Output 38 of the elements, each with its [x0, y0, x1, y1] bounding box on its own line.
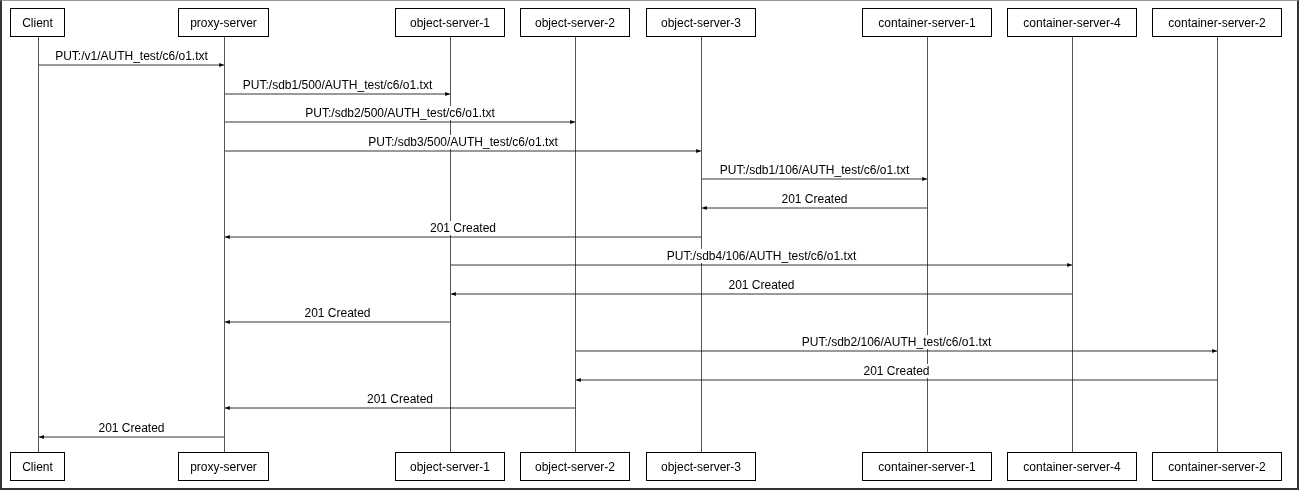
participant-box: container-server-1	[862, 8, 992, 37]
message-label: PUT:/v1/AUTH_test/c6/o1.txt	[53, 49, 210, 63]
lifeline	[224, 37, 225, 452]
message-label: 201 Created	[779, 192, 850, 206]
participant-box: object-server-1	[395, 452, 505, 481]
message-label: 201 Created	[861, 364, 932, 378]
lifeline	[575, 37, 576, 452]
message-label: PUT:/sdb2/500/AUTH_test/c6/o1.txt	[303, 106, 497, 120]
participant-box: container-server-2	[1152, 452, 1282, 481]
message-label: PUT:/sdb3/500/AUTH_test/c6/o1.txt	[366, 135, 560, 149]
message-label: 201 Created	[428, 221, 498, 235]
lifeline	[1217, 37, 1218, 452]
lifeline	[1072, 37, 1073, 452]
participant-box: Client	[10, 8, 65, 37]
message-label: 201 Created	[365, 392, 435, 406]
message-label: PUT:/sdb1/500/AUTH_test/c6/o1.txt	[240, 78, 435, 92]
message-label: 201 Created	[302, 306, 373, 320]
lifeline	[927, 37, 928, 452]
participant-box: container-server-4	[1007, 452, 1137, 481]
lifeline	[701, 37, 702, 452]
participant-box: object-server-3	[646, 8, 756, 37]
participant-box: container-server-4	[1007, 8, 1137, 37]
lifeline	[38, 37, 39, 452]
lifeline	[450, 37, 451, 452]
message-label: PUT:/sdb1/106/AUTH_test/c6/o1.txt	[717, 163, 912, 177]
participant-box: container-server-2	[1152, 8, 1282, 37]
participant-box: object-server-2	[520, 8, 630, 37]
participant-box: object-server-1	[395, 8, 505, 37]
participant-box: Client	[10, 452, 65, 481]
participant-box: object-server-3	[646, 452, 756, 481]
participant-box: object-server-2	[520, 452, 630, 481]
participant-box: proxy-server	[178, 452, 269, 481]
message-label: PUT:/sdb2/106/AUTH_test/c6/o1.txt	[799, 335, 994, 349]
message-label: 201 Created	[726, 278, 797, 292]
participant-box: proxy-server	[178, 8, 269, 37]
message-label: 201 Created	[96, 421, 167, 435]
participant-box: container-server-1	[862, 452, 992, 481]
message-label: PUT:/sdb4/106/AUTH_test/c6/o1.txt	[664, 249, 859, 263]
